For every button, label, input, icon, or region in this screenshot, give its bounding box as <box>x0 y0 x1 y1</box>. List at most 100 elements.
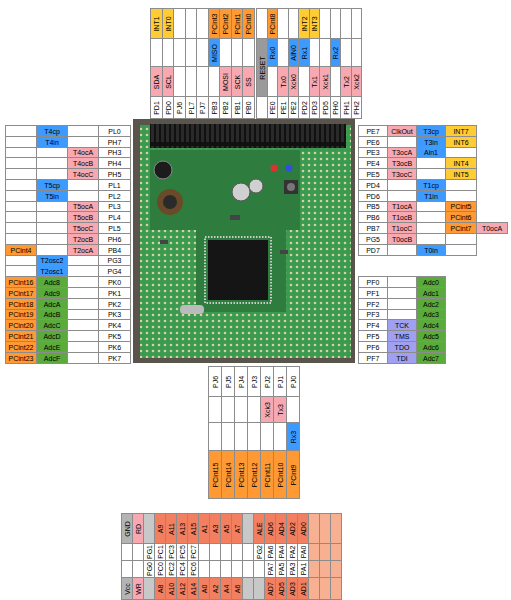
pin-label: A7 <box>234 524 241 533</box>
pin-cell: ClkOut <box>387 125 417 137</box>
pin-label: PK0 <box>108 279 121 286</box>
pin-label: T4ocA <box>73 149 93 156</box>
pin-label: PJ2 <box>264 375 271 387</box>
pin-label: T3in <box>424 138 438 145</box>
pin-label: INT0 <box>164 16 171 31</box>
pin-label: Xck3 <box>264 402 271 418</box>
pin-label: AdcE <box>44 343 61 350</box>
pin-label: PCint11 <box>264 462 271 486</box>
pin-label: A6 <box>234 584 241 593</box>
pin-label: AdcD <box>43 333 60 340</box>
pin-label: PJ6 <box>176 101 183 113</box>
pin-cell: PA0 <box>297 543 309 561</box>
pin-label: PK5 <box>108 333 121 340</box>
pin-label: T3cp <box>423 127 439 134</box>
pin-label: AIN0 <box>290 45 297 61</box>
pin-label: A10 <box>168 582 175 594</box>
pin-cell: PCint9 <box>286 450 300 499</box>
pin-label: AdcC <box>43 322 60 329</box>
pin-label: A13 <box>179 522 186 534</box>
pin-label: Xck1 <box>321 74 328 90</box>
pin-label: Xck2 <box>353 74 360 90</box>
pin-label: A8 <box>157 584 164 593</box>
blank-cell <box>247 396 261 423</box>
pin-label: PE1 <box>279 101 286 114</box>
pin-label: PD6 <box>366 192 380 199</box>
pin-label: PCint3 <box>210 13 217 34</box>
pin-label: PE2 <box>290 101 297 114</box>
pin-label: Adc7 <box>423 354 439 361</box>
pin-label: PK3 <box>108 311 121 318</box>
blank-cell <box>445 244 477 256</box>
pin-label: PE7 <box>366 127 379 134</box>
pin-label: PE3 <box>366 149 379 156</box>
pin-label: PCint20 <box>9 322 34 329</box>
pin-cell: PJ4 <box>234 366 248 397</box>
pin-label: PH6 <box>108 235 122 242</box>
pin-label: PCint18 <box>9 300 34 307</box>
pin-label: T5ocB <box>73 214 93 221</box>
pin-label: Tx2 <box>342 76 349 88</box>
pin-label: Adc6 <box>423 343 439 350</box>
pin-label: SCK <box>233 74 240 88</box>
pin-cell: PD7 <box>358 244 388 256</box>
pin-cell: Xck3 <box>260 396 274 423</box>
pin-label: Adc3 <box>423 311 439 318</box>
pin-label: T5cp <box>44 181 60 188</box>
pin-label: T1ocA <box>392 203 412 210</box>
pin-label: PC4 <box>179 562 186 576</box>
pin-label: PA6 <box>267 546 274 559</box>
pin-label: RESET <box>258 56 265 79</box>
pin-label: A15 <box>190 522 197 534</box>
pin-cell: T3ocC <box>387 168 417 180</box>
pin-label: PJ5 <box>225 375 232 387</box>
pin-cell: INT3 <box>309 8 321 39</box>
pin-label: A11 <box>168 523 175 535</box>
pin-cell: PCint12 <box>247 450 261 499</box>
pin-label: PD3 <box>311 101 318 115</box>
pin-cell: SS <box>242 66 255 97</box>
pin-label: AD6 <box>267 522 274 536</box>
pin-cell: T4ocC <box>67 168 99 180</box>
pin-label: GND <box>124 521 131 537</box>
pin-label: MISO <box>210 44 217 62</box>
pin-label: AD0 <box>300 522 307 536</box>
pin-label: TCK <box>395 322 409 329</box>
pin-label: PF1 <box>367 289 380 296</box>
pin-cell: PCint0 <box>242 8 255 39</box>
pin-label: PE6 <box>366 138 379 145</box>
pin-label: PC3 <box>168 545 175 559</box>
pin-label: TMS <box>395 333 410 340</box>
pin-label: PG4 <box>107 268 121 275</box>
pin-cell: PA1 <box>297 560 309 578</box>
pin-label: AD4 <box>278 522 285 536</box>
pin-label: WR <box>135 583 142 595</box>
pin-label: PJ6 <box>212 375 219 387</box>
pin-cell: Tx3 <box>273 396 287 423</box>
blank-cell <box>330 543 342 561</box>
pin-label: PL1 <box>108 181 120 188</box>
pin-label: PG3 <box>107 257 121 264</box>
pin-cell: Xck0 <box>288 66 300 97</box>
pin-cell: T2ocA <box>67 244 99 256</box>
blank-cell <box>234 396 248 423</box>
pin-label: T3ocB <box>392 160 412 167</box>
blank-cell <box>330 513 342 544</box>
pin-label: PA0 <box>300 546 307 559</box>
pin-label: PCint8 <box>269 13 276 34</box>
pin-label: PCint0 <box>245 13 252 34</box>
pin-label: PD5 <box>321 101 328 115</box>
pin-label: T1ocB <box>392 214 412 221</box>
pin-cell: A7 <box>231 513 243 544</box>
pin-cell: PC6 <box>187 560 199 578</box>
blank-cell <box>387 244 417 256</box>
pin-label: PCint6 <box>450 214 471 221</box>
pin-cell: AD0 <box>297 513 309 544</box>
pin-cell: TDI <box>387 352 417 364</box>
pin-label: PCint17 <box>9 289 34 296</box>
blank-cell <box>221 422 235 451</box>
pin-label: T4ocC <box>73 171 94 178</box>
pin-label: INT4 <box>453 160 468 167</box>
pin-label: Rx2 <box>332 46 339 58</box>
pin-label: T4ocB <box>73 160 93 167</box>
